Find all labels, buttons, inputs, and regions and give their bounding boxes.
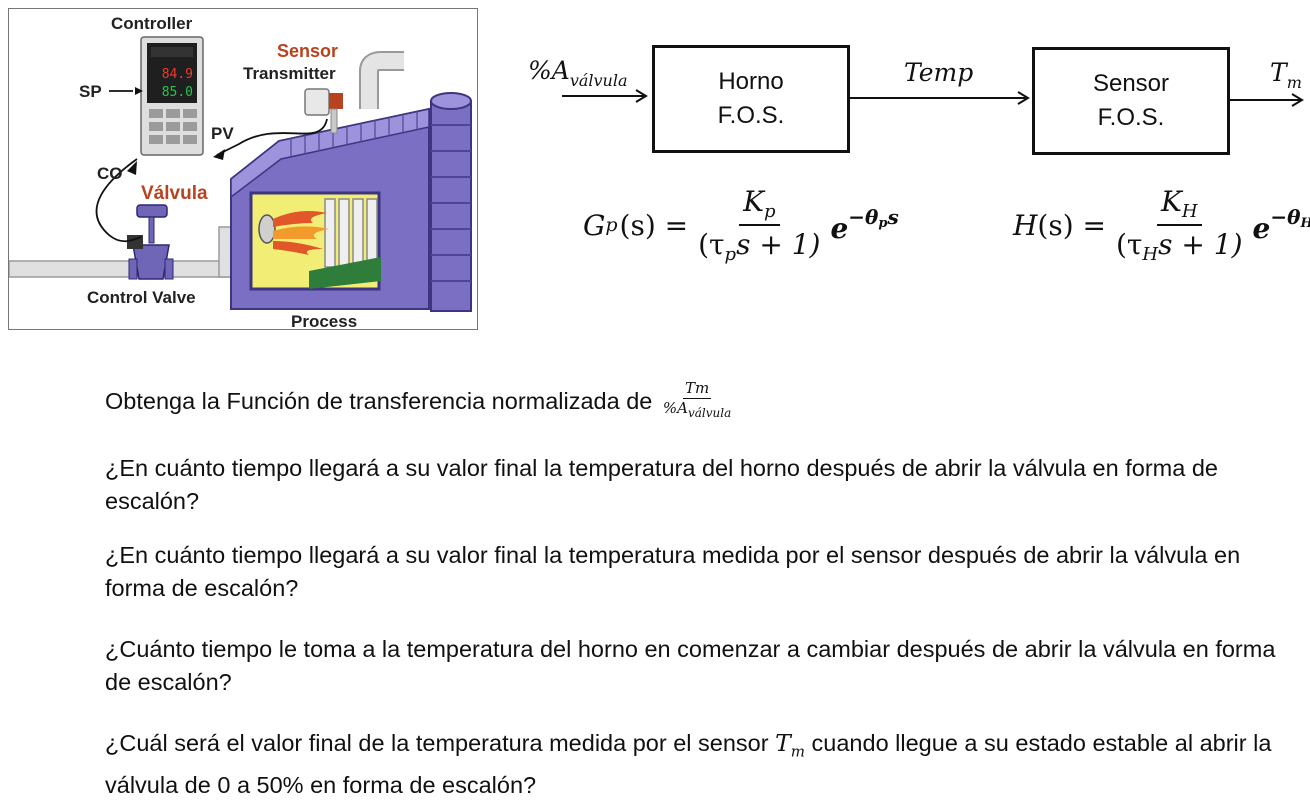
furnace xyxy=(230,107,430,310)
sensor-block: Sensor F.O.S. xyxy=(1032,47,1230,155)
question-4: ¿Cuánto tiempo le toma a la temperatura … xyxy=(105,636,1276,695)
valve-label: Válvula xyxy=(141,183,208,204)
h-equation: H (s) = KH (τHs + 1) e−θHs xyxy=(1013,185,1310,265)
input-signal-label: %Aválvula xyxy=(528,56,628,90)
question-3: ¿En cuánto tiempo llegará a su valor fin… xyxy=(105,542,1241,601)
sensor-label: Sensor xyxy=(277,41,338,61)
control-valve-label: Control Valve xyxy=(87,288,196,307)
question-5: ¿Cuál será el valor final de la temperat… xyxy=(105,729,1272,798)
middle-signal-label: Temp xyxy=(904,58,974,87)
controller-display-value-1: 84.9 xyxy=(162,67,193,82)
process-illustration: 84.9 85.0 Controller SP P xyxy=(8,8,478,330)
output-signal-label: Tm xyxy=(1270,58,1302,92)
sensor-block-title: Sensor xyxy=(1092,70,1170,97)
sensor-transmitter-icon xyxy=(304,88,343,134)
gp-fraction: Kp (τps + 1) xyxy=(698,185,821,265)
question-2: ¿En cuánto tiempo llegará a su valor fin… xyxy=(105,455,1218,514)
sp-label: SP xyxy=(79,82,102,101)
controller-device: 84.9 85.0 xyxy=(140,36,204,156)
stack xyxy=(430,92,472,312)
controller-label: Controller xyxy=(111,14,193,33)
sensor-block-subtitle: F.O.S. xyxy=(1097,104,1165,131)
co-label: CO xyxy=(97,164,123,183)
question-1: Obtenga la Función de transferencia norm… xyxy=(105,379,732,421)
furnace-block-subtitle: F.O.S. xyxy=(717,102,785,129)
pv-label: PV xyxy=(211,124,234,143)
process-label: Process xyxy=(291,312,357,330)
pipe-top-right xyxy=(359,51,404,109)
transmitter-label: Transmitter xyxy=(243,64,336,83)
process-diagram-svg: 84.9 85.0 Controller SP P xyxy=(9,14,472,330)
block-diagram-arrows xyxy=(562,89,1304,107)
furnace-block: Horno F.O.S. xyxy=(652,45,850,153)
arrowheads xyxy=(127,87,225,175)
furnace-block-title: Horno xyxy=(718,68,784,95)
controller-display-value-2: 85.0 xyxy=(162,85,193,100)
q5-tm-symbol: Tm xyxy=(775,729,806,761)
q1-fraction: Tm %Aválvula xyxy=(662,379,732,421)
h-fraction: KH (τHs + 1) xyxy=(1116,185,1243,265)
flame-icon xyxy=(273,211,329,255)
pipe-left xyxy=(9,226,240,278)
control-valve-icon xyxy=(127,204,174,280)
